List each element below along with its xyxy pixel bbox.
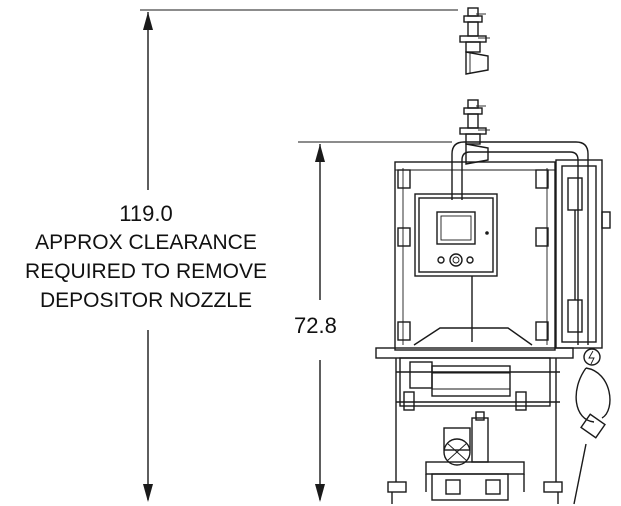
machine-base <box>375 327 574 482</box>
caster-wheels <box>387 474 563 504</box>
arrowhead-bottom-icon <box>143 484 153 502</box>
power-plug-icon <box>580 413 606 439</box>
panel-button-icon <box>437 256 445 264</box>
power-cord <box>573 367 611 505</box>
pump-assembly <box>425 411 525 501</box>
hopper-pipe <box>451 141 589 345</box>
clearance-note-line-3: DEPOSITOR NOZZLE <box>40 289 252 312</box>
arrowhead-bottom-icon <box>315 484 325 502</box>
electrical-hazard-icon <box>583 348 601 366</box>
panel-selector-icon <box>449 253 463 267</box>
depositor-nozzle-installed <box>459 99 490 165</box>
depositor-nozzle-removed <box>459 7 490 75</box>
overall-dimension-line <box>140 9 458 502</box>
height-dimension-value: 72.8 <box>294 313 337 338</box>
height-dimension-line <box>298 141 452 502</box>
clearance-note-line-2: REQUIRED TO REMOVE <box>25 260 267 283</box>
arrowhead-top-icon <box>315 144 325 162</box>
overall-clearance-callout: 119.0 APPROX CLEARANCE REQUIRED TO REMOV… <box>0 199 292 315</box>
arrowhead-top-icon <box>143 12 153 30</box>
side-cabinet <box>555 159 611 366</box>
depositor-cylinder <box>431 365 511 397</box>
motor-housing <box>409 361 433 389</box>
control-panel <box>414 193 498 342</box>
machine-frame <box>394 161 556 351</box>
panel-button-icon <box>466 256 474 264</box>
clearance-note-line-1: APPROX CLEARANCE <box>35 231 257 254</box>
touchscreen-display <box>436 211 476 245</box>
overall-dimension-value: 119.0 <box>119 201 173 226</box>
